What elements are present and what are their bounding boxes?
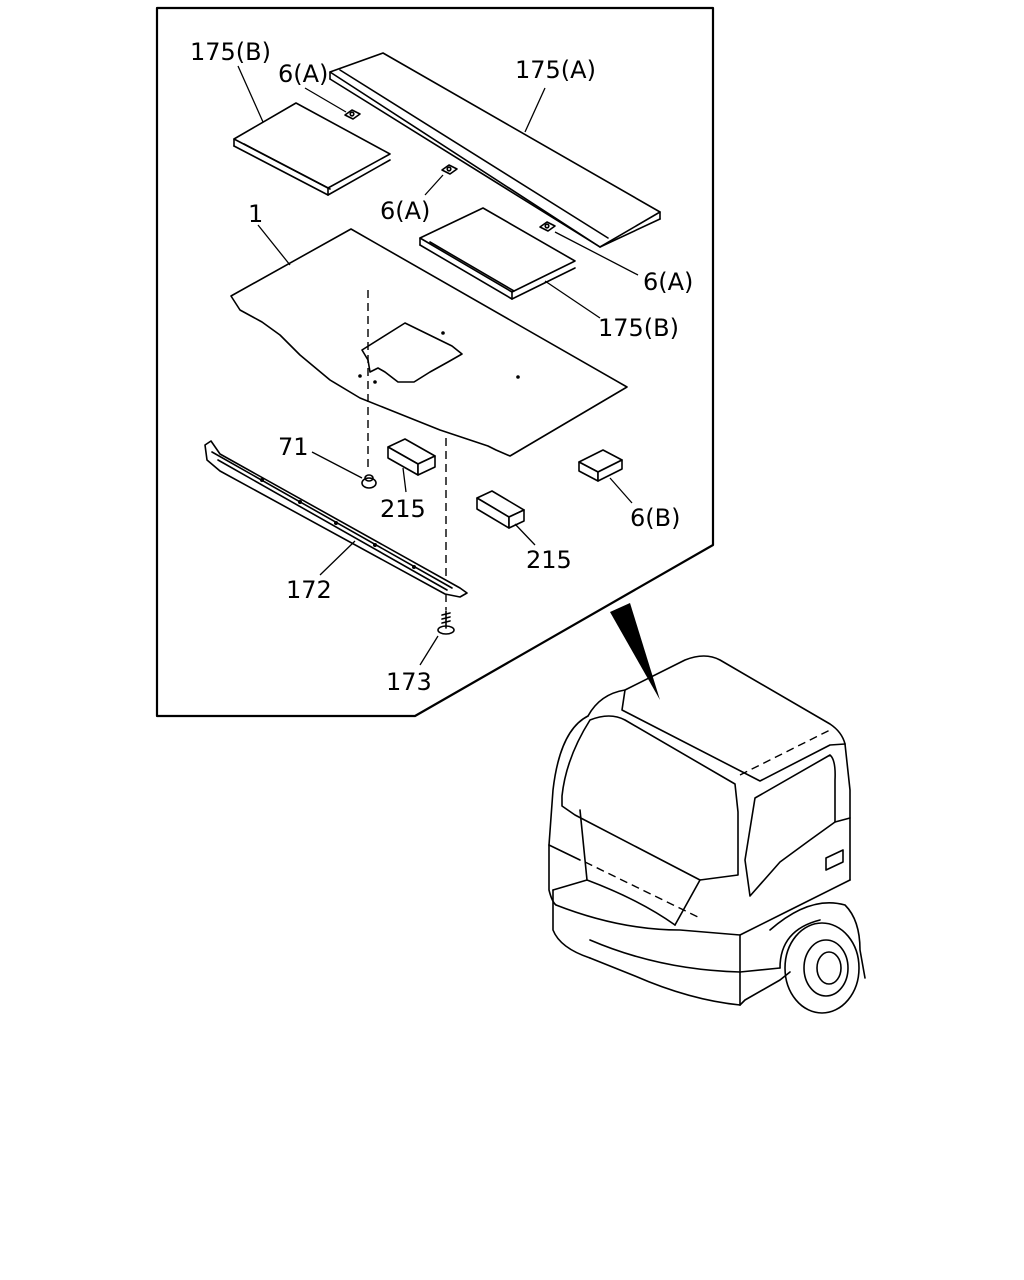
- part-71-clip: [361, 474, 377, 489]
- part-215-block-right: [476, 490, 525, 529]
- label-215-right: 215: [526, 546, 572, 574]
- label-173: 173: [386, 668, 432, 696]
- part-6a-clips: [344, 109, 556, 232]
- label-175b-top: 175(B): [190, 38, 271, 66]
- label-215-left: 215: [380, 495, 426, 523]
- truck-cab: [548, 655, 866, 1014]
- label-71: 71: [278, 433, 309, 461]
- pointer-wedge: [610, 603, 660, 700]
- label-6b: 6(B): [630, 504, 680, 532]
- part-6b-block: [578, 449, 623, 482]
- label-6a-mid: 6(A): [380, 197, 430, 225]
- part-172-molding: [204, 440, 468, 598]
- clip-6a-2: [441, 164, 458, 175]
- part-175a-long-pad: [329, 52, 661, 248]
- label-175b-right: 175(B): [598, 314, 679, 342]
- label-172: 172: [286, 576, 332, 604]
- clip-6a-1: [344, 109, 361, 120]
- part-175b-lower-pad: [419, 207, 576, 300]
- part-215-block-left: [387, 438, 436, 476]
- clip-6a-3: [539, 221, 556, 232]
- part-173-screw: [437, 610, 455, 635]
- part-175b-upper-pad: [233, 102, 391, 196]
- leader-lines: [237, 65, 639, 666]
- detail-frame: [155, 6, 715, 718]
- label-6a-top: 6(A): [278, 60, 328, 88]
- label-1: 1: [248, 200, 263, 228]
- label-6a-right: 6(A): [643, 268, 693, 296]
- part-1-floor-mat: [230, 228, 628, 457]
- label-175a: 175(A): [515, 56, 596, 84]
